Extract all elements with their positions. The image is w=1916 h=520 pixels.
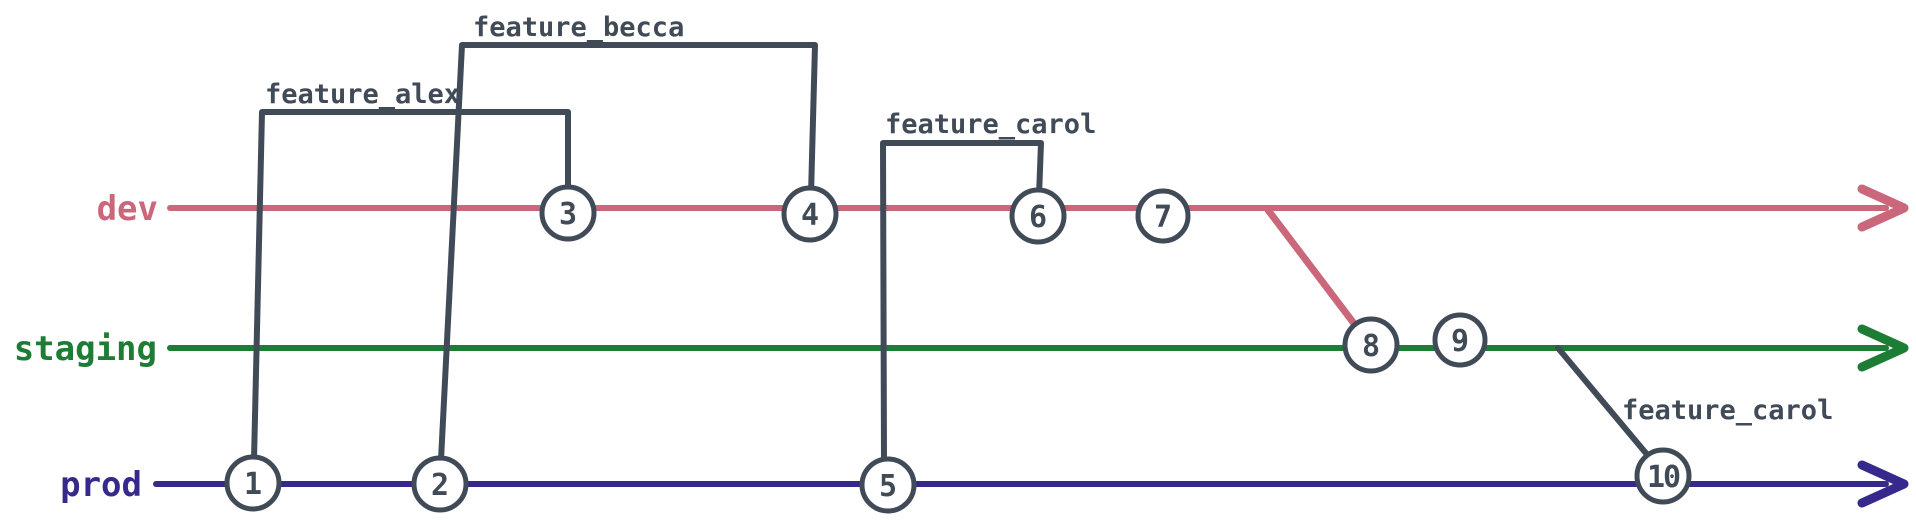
commit-node-7: 7 bbox=[1135, 188, 1191, 244]
branch-prod: prod bbox=[60, 460, 1909, 508]
commit-node-5: 5 bbox=[859, 456, 917, 514]
commit-circle bbox=[1342, 316, 1400, 374]
commit-circle bbox=[781, 185, 839, 243]
prod-arrow-icon bbox=[1857, 460, 1909, 508]
commit-node-6: 6 bbox=[1009, 187, 1067, 245]
commit-node-2: 2 bbox=[411, 455, 469, 513]
commit-number: 5 bbox=[879, 469, 897, 504]
dev-arrow-icon bbox=[1857, 184, 1909, 232]
commit-number: 8 bbox=[1362, 329, 1380, 364]
commit-number: 10 bbox=[1647, 460, 1680, 495]
feature-carol: feature_carol bbox=[880, 109, 1096, 465]
commit-number: 4 bbox=[801, 198, 819, 233]
feature-becca: feature_becca bbox=[438, 12, 818, 463]
commit-circle bbox=[539, 184, 597, 242]
prod-branch-label: prod bbox=[60, 465, 142, 505]
feature-carol-path bbox=[880, 140, 1044, 465]
feature-alex-path bbox=[251, 109, 571, 463]
feature-becca-path bbox=[438, 42, 818, 463]
commit-node-9: 9 bbox=[1432, 312, 1488, 368]
staging-arrow-icon bbox=[1857, 324, 1909, 372]
feature-alex: feature_alex bbox=[251, 79, 571, 463]
staging-branch-label: staging bbox=[14, 329, 157, 369]
feature-carol-label: feature_carol bbox=[885, 109, 1096, 140]
merge-staging-to-prod: feature_carol bbox=[1555, 345, 1833, 473]
merge-dev-to-staging-line bbox=[1264, 206, 1372, 346]
commit-circle bbox=[224, 454, 282, 512]
commit-node-3: 3 bbox=[539, 184, 597, 242]
commit-node-1: 1 bbox=[224, 454, 282, 512]
commit-circle bbox=[1432, 312, 1488, 368]
commit-number: 3 bbox=[559, 197, 577, 232]
commit-circle bbox=[859, 456, 917, 514]
commit-node-4: 4 bbox=[781, 185, 839, 243]
commit-number: 2 bbox=[431, 468, 449, 503]
commit-circle bbox=[1634, 447, 1692, 505]
commit-number: 9 bbox=[1451, 324, 1469, 359]
commit-number: 7 bbox=[1154, 200, 1172, 235]
commit-node-10: 10 bbox=[1634, 447, 1692, 505]
merge-staging-to-prod-line bbox=[1555, 345, 1663, 473]
commit-circle bbox=[1009, 187, 1067, 245]
commit-circle bbox=[1135, 188, 1191, 244]
commit-number: 6 bbox=[1029, 200, 1047, 235]
commit-node-8: 8 bbox=[1342, 316, 1400, 374]
feature-alex-label: feature_alex bbox=[265, 79, 460, 110]
branch-staging: staging bbox=[14, 324, 1909, 372]
dev-branch-label: dev bbox=[97, 189, 158, 229]
commit-number: 1 bbox=[244, 467, 262, 502]
feature-becca-label: feature_becca bbox=[473, 12, 684, 43]
branch-dev: dev bbox=[97, 184, 1909, 232]
commit-circle bbox=[411, 455, 469, 513]
feature-carol-merge-label: feature_carol bbox=[1622, 395, 1833, 426]
